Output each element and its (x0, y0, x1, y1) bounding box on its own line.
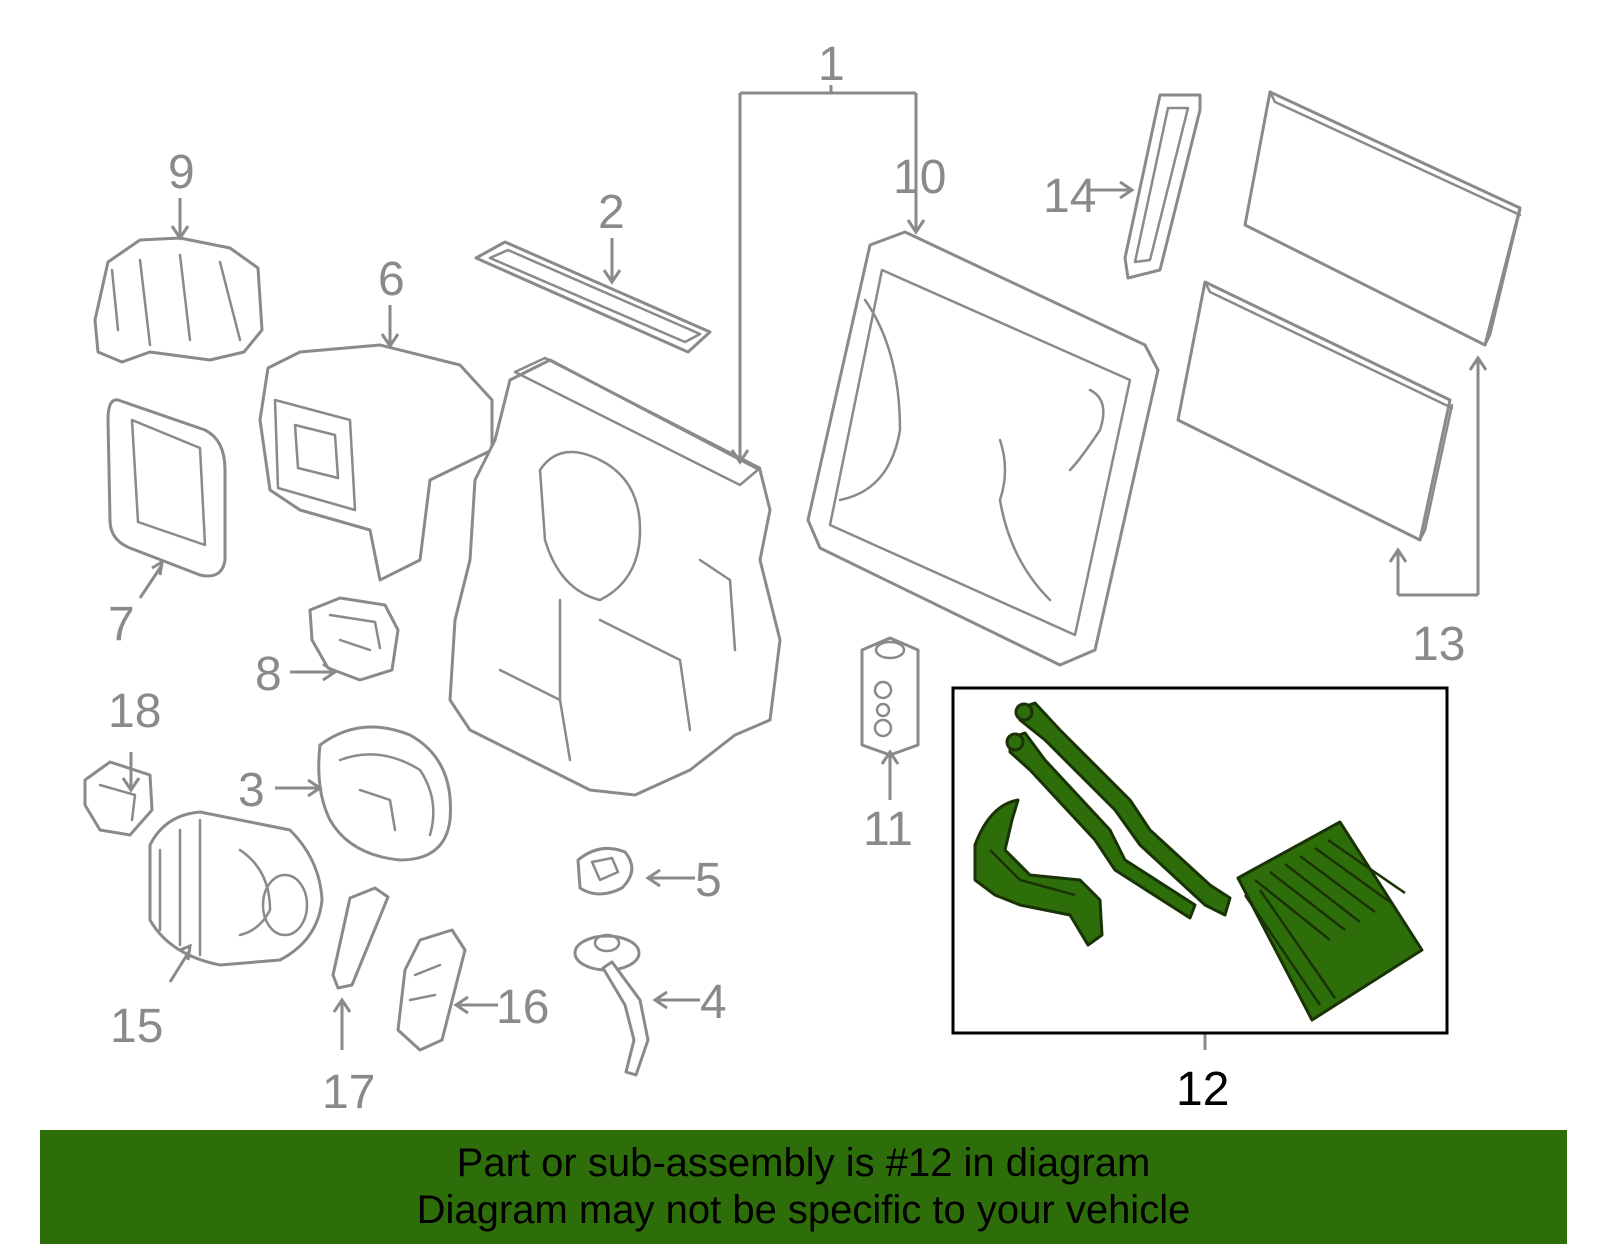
callout-8: 8 (255, 648, 282, 701)
callout-5: 5 (695, 854, 722, 907)
part-14-access-door (1123, 93, 1202, 280)
part-3-blower-scroll (317, 725, 452, 862)
part-4-drain-hose (573, 933, 650, 1077)
part-10-evaporator (806, 230, 1160, 667)
callout-12: 12 (1176, 1063, 1229, 1116)
callout-15: 15 (110, 1000, 163, 1053)
part-5-grommet (576, 846, 634, 896)
part-15-blower-motor (148, 810, 324, 967)
callout-16: 16 (496, 981, 549, 1034)
part-17-strip (331, 886, 390, 990)
part-12-highlight-box (951, 686, 1449, 1035)
callout-9: 9 (168, 146, 195, 199)
part-18-sensor (83, 760, 154, 837)
callout-3: 3 (238, 764, 265, 817)
banner-line-2: Diagram may not be specific to your vehi… (416, 1188, 1191, 1232)
callout-14: 14 (1043, 170, 1096, 223)
callout-10: 10 (893, 151, 946, 204)
info-banner: Part or sub-assembly is #12 in diagram D… (40, 1130, 1567, 1244)
part-13-cabin-filters (1176, 90, 1522, 542)
part-7-seal (106, 398, 227, 578)
main-hvac-case (448, 356, 782, 797)
callout-17: 17 (322, 1066, 375, 1119)
part-9-housing-cover (93, 236, 264, 364)
callout-labels: 1 2 3 4 5 6 7 8 9 10 11 12 13 14 15 16 1… (108, 38, 1465, 1119)
callout-4: 4 (700, 976, 727, 1029)
banner-line-1: Part or sub-assembly is #12 in diagram (456, 1141, 1151, 1185)
part-6-blower-case (258, 343, 494, 582)
part-11-expansion-valve (860, 636, 920, 757)
leader-lines (121, 85, 1488, 1050)
callout-18: 18 (108, 685, 161, 738)
part-8-actuator (308, 596, 400, 682)
callout-1: 1 (818, 38, 845, 91)
part-16-actuator (396, 928, 467, 1052)
callout-7: 7 (108, 598, 135, 651)
callout-2: 2 (598, 186, 625, 239)
callout-13: 13 (1412, 618, 1465, 671)
callout-11: 11 (863, 803, 913, 856)
part-2-filter-door (474, 240, 712, 354)
callout-6: 6 (378, 253, 405, 306)
